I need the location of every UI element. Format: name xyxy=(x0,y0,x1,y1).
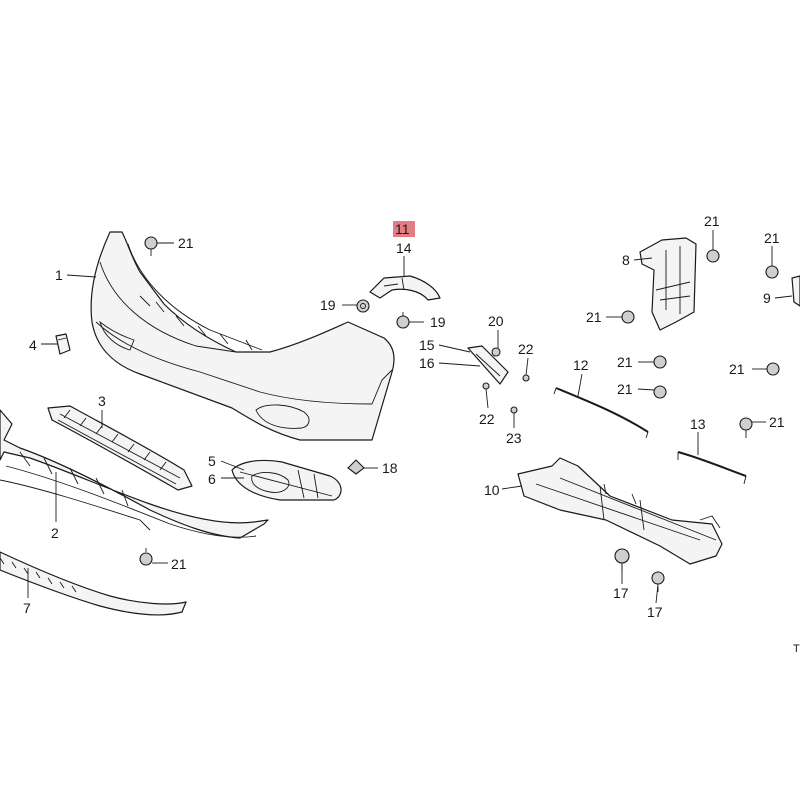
side-bracket-9[interactable] xyxy=(791,275,800,307)
clip-21-c[interactable] xyxy=(706,249,720,263)
rod-12[interactable] xyxy=(553,387,649,439)
callout-19-right[interactable]: 19 xyxy=(430,314,446,330)
clip-21-h[interactable] xyxy=(766,362,780,376)
callout-labels: 1 4 3 2 7 5 6 21 21 11 14 19 19 18 15 16… xyxy=(23,213,800,655)
bumper-side-cap[interactable] xyxy=(55,333,71,355)
callout-21-a[interactable]: 21 xyxy=(178,235,194,251)
callout-12[interactable]: 12 xyxy=(573,357,589,373)
callout-8[interactable]: 8 xyxy=(622,252,630,268)
bracket-14[interactable] xyxy=(369,275,441,301)
bolt-22-top[interactable] xyxy=(522,374,530,382)
callout-21-e[interactable]: 21 xyxy=(586,309,602,325)
callout-5[interactable]: 5 xyxy=(208,453,216,469)
callout-13[interactable]: 13 xyxy=(690,416,706,432)
rod-13[interactable] xyxy=(677,451,747,485)
callout-17-left[interactable]: 17 xyxy=(613,585,629,601)
clip-21-f[interactable] xyxy=(653,355,667,369)
bolt-23[interactable] xyxy=(510,406,518,414)
front-bumper-cover[interactable] xyxy=(90,231,395,441)
callout-18[interactable]: 18 xyxy=(382,460,398,476)
side-bracket-15[interactable] xyxy=(467,345,509,385)
callout-10[interactable]: 10 xyxy=(484,482,500,498)
clip-21-e[interactable] xyxy=(621,310,635,324)
bolt-22-bottom[interactable] xyxy=(482,382,490,390)
lower-lip-strip[interactable] xyxy=(0,551,187,616)
callout-22-bottom[interactable]: 22 xyxy=(479,411,495,427)
callout-21-i[interactable]: 21 xyxy=(769,414,785,430)
clip-21-g[interactable] xyxy=(653,385,667,399)
callout-11[interactable]: 11 xyxy=(395,221,410,237)
fastener-19-left[interactable] xyxy=(356,299,370,313)
callout-21-b[interactable]: 21 xyxy=(171,556,187,572)
callout-4[interactable]: 4 xyxy=(29,337,37,353)
callout-17-right[interactable]: 17 xyxy=(647,604,663,620)
callout-16[interactable]: 16 xyxy=(419,355,435,371)
callout-6[interactable]: 6 xyxy=(208,471,216,487)
fog-light-bezel[interactable] xyxy=(231,459,342,501)
clip-21-b[interactable] xyxy=(139,548,153,566)
callout-21-d[interactable]: 21 xyxy=(764,230,780,246)
callout-3[interactable]: 3 xyxy=(98,393,106,409)
clip-21-a[interactable] xyxy=(144,236,158,256)
callout-9[interactable]: 9 xyxy=(763,290,771,306)
callout-15[interactable]: 15 xyxy=(419,337,435,353)
callout-7[interactable]: 7 xyxy=(23,600,31,616)
bolt-17-right[interactable] xyxy=(651,571,665,592)
callout-20[interactable]: 20 xyxy=(488,313,504,329)
bumper-beam-10[interactable] xyxy=(517,457,723,565)
leader-lines xyxy=(27,230,793,604)
bolt-20[interactable] xyxy=(491,347,501,357)
callout-21-f[interactable]: 21 xyxy=(617,354,633,370)
callout-21-c[interactable]: 21 xyxy=(704,213,720,229)
callout-23[interactable]: 23 xyxy=(506,430,522,446)
fastener-19-right[interactable] xyxy=(396,312,410,329)
callout-22-top[interactable]: 22 xyxy=(518,341,534,357)
callout-21-g[interactable]: 21 xyxy=(617,381,633,397)
callout-14[interactable]: 14 xyxy=(396,240,412,256)
lower-grille[interactable] xyxy=(47,405,193,491)
clip-21-d[interactable] xyxy=(765,265,779,279)
callout-2[interactable]: 2 xyxy=(51,525,59,541)
callout-1[interactable]: 1 xyxy=(55,267,63,283)
corner-code: T xyxy=(793,643,800,655)
callout-19-left[interactable]: 19 xyxy=(320,297,336,313)
highlight-box xyxy=(393,221,415,237)
side-bracket-8[interactable] xyxy=(639,237,697,331)
clip-21-i[interactable] xyxy=(739,417,753,438)
lower-absorber[interactable] xyxy=(0,409,269,539)
clip-18[interactable] xyxy=(347,459,365,475)
callout-21-h[interactable]: 21 xyxy=(729,361,745,377)
